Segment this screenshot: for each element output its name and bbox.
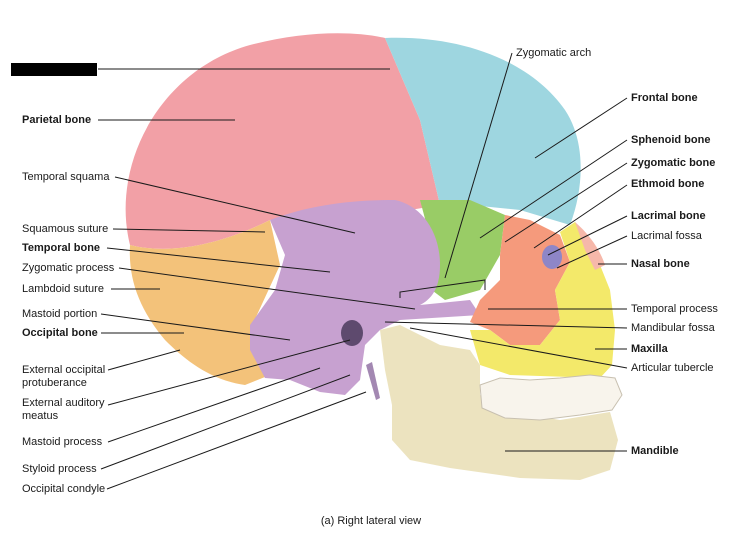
label-maxilla: Maxilla bbox=[631, 343, 668, 355]
label-temporal-squama: Temporal squama bbox=[22, 171, 110, 183]
label-mandibular-fossa: Mandibular fossa bbox=[631, 322, 715, 334]
temporal-bone-region bbox=[250, 200, 480, 395]
mandible-region bbox=[380, 325, 618, 480]
label-mastoid-portion: Mastoid portion bbox=[22, 308, 98, 320]
label-mandible: Mandible bbox=[631, 445, 679, 457]
figure-caption: (a) Right lateral view bbox=[320, 515, 422, 527]
label-external-auditory-meatus-line2: meatus bbox=[22, 410, 59, 422]
teeth-region bbox=[479, 374, 623, 421]
occipital-bone-region bbox=[129, 220, 280, 385]
label-lacrimal-fossa: Lacrimal fossa bbox=[631, 230, 702, 242]
label-squamous-suture: Squamous suture bbox=[22, 223, 109, 235]
nasal-bone-region bbox=[575, 222, 605, 270]
label-styloid-process: Styloid process bbox=[22, 463, 97, 475]
label-occipital-bone: Occipital bone bbox=[22, 327, 98, 339]
label-ethmoid-bone: Ethmoid bone bbox=[631, 178, 705, 190]
zygomatic-bone-region bbox=[470, 215, 570, 345]
label-zygomatic-process: Zygomatic process bbox=[22, 262, 115, 274]
maxilla-region bbox=[470, 222, 615, 378]
lacrimal-fossa-mark bbox=[542, 245, 562, 269]
label-external-occipital-protuberance-line1: External occipital bbox=[22, 364, 106, 376]
label-lacrimal-bone: Lacrimal bone bbox=[631, 210, 706, 222]
frontal-bone-region bbox=[385, 37, 581, 225]
label-parietal-bone: Parietal bone bbox=[22, 114, 92, 126]
label-nasal-bone: Nasal bone bbox=[631, 258, 690, 270]
redacted-label-box bbox=[11, 63, 97, 76]
label-external-occipital-protuberance-line2: protuberance bbox=[22, 377, 87, 389]
label-external-auditory-meatus-line1: External auditory bbox=[22, 397, 105, 409]
styloid-process-mark bbox=[366, 362, 380, 400]
label-lambdoid-suture: Lambdoid suture bbox=[22, 283, 104, 295]
label-occipital-condyle: Occipital condyle bbox=[22, 483, 106, 495]
parietal-bone-region bbox=[125, 33, 440, 249]
sphenoid-bone-region bbox=[420, 200, 505, 300]
label-temporal-bone: Temporal bone bbox=[22, 242, 101, 254]
label-frontal-bone: Frontal bone bbox=[631, 92, 698, 104]
label-mastoid-process: Mastoid process bbox=[22, 436, 103, 448]
external-auditory-meatus-mark bbox=[341, 320, 363, 346]
label-temporal-process: Temporal process bbox=[631, 303, 718, 315]
label-articular-tubercle: Articular tubercle bbox=[631, 362, 714, 374]
label-sphenoid-bone: Sphenoid bone bbox=[631, 134, 711, 146]
leader-lines bbox=[98, 52, 628, 490]
label-zygomatic-arch: Zygomatic arch bbox=[516, 47, 592, 59]
label-zygomatic-bone: Zygomatic bone bbox=[631, 157, 716, 169]
